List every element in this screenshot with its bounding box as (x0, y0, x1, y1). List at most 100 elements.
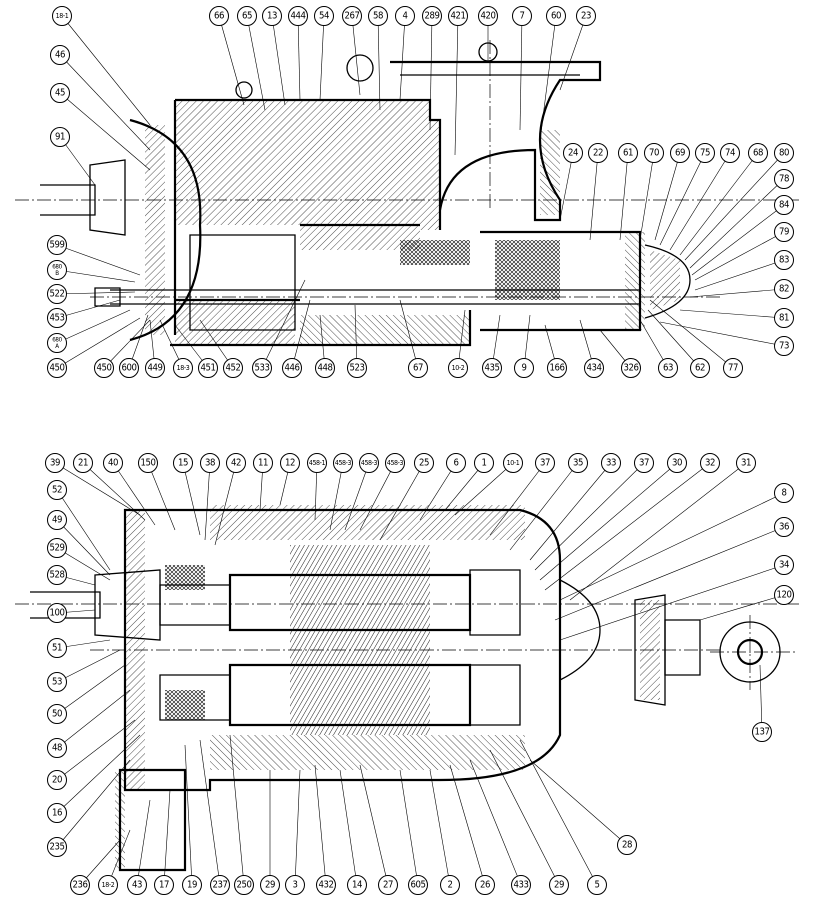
bottom-view-balloon-label: 1 (481, 458, 486, 469)
bottom-view-balloon-label: 19 (187, 880, 197, 891)
top-view-leader-line (684, 152, 785, 261)
bottom-view-balloon: 16 (47, 803, 67, 823)
top-view-balloon-label: 533 (254, 363, 269, 374)
top-view-balloon: 81 (774, 308, 794, 328)
bottom-view-leader-line (419, 462, 457, 521)
top-view-balloon: 18-1 (52, 6, 72, 26)
top-view-balloon-circle (514, 358, 534, 378)
top-view-balloon-circle (288, 6, 308, 26)
bottom-view-leader-line (359, 462, 396, 531)
top-view-leader-line (659, 321, 785, 347)
top-view-balloon-label: 166 (549, 363, 564, 374)
bottom-view-balloon: 30 (667, 453, 687, 473)
bottom-view-balloon: 42 (226, 453, 246, 473)
top-view-balloon-label: 81 (779, 313, 789, 324)
top-view-balloon: 434 (584, 358, 604, 378)
bottom-view-balloon-circle (280, 453, 300, 473)
bottom-view-balloon-circle (73, 453, 93, 473)
bottom-view-balloon-circle (234, 875, 254, 895)
bottom-view-leader-line (229, 734, 245, 886)
bottom-view-balloon-label: 50 (52, 709, 62, 720)
bottom-view-balloon-circle (617, 835, 637, 855)
top-view-balloon: 9 (514, 358, 534, 378)
top-view-balloon: 446 (282, 358, 302, 378)
top-view-balloon-circle (314, 6, 334, 26)
top-view-balloon-label: 421 (450, 11, 465, 22)
top-view-balloon: 82 (774, 279, 794, 299)
top-view-balloon: 166 (547, 358, 567, 378)
bottom-view-balloon: 50 (47, 704, 67, 724)
top-view-leader-line (654, 152, 681, 241)
top-view-balloon: 60 (546, 6, 566, 26)
bottom-view-leader-line (559, 564, 785, 641)
top-view-balloon-circle (223, 358, 243, 378)
top-view-leader-line (399, 299, 419, 369)
top-view-balloon-circle (644, 143, 664, 163)
bottom-view-leader-line (554, 526, 785, 621)
top-view-balloon-circle (546, 6, 566, 26)
bottom-view-balloon-label: 120 (776, 590, 791, 601)
bottom-view-balloon-circle (446, 453, 466, 473)
top-view-balloon-label: A (55, 343, 59, 350)
bottom-view-leader-line (379, 462, 425, 541)
top-view-leader-line (61, 15, 151, 126)
bottom-view-balloon-label: 605 (410, 880, 425, 891)
bottom-view-balloon-circle (752, 722, 772, 742)
top-view-balloon-label: 80 (779, 148, 789, 159)
bottom-view-leader-line (449, 764, 486, 886)
bottom-view-leader-line (54, 462, 141, 516)
top-view-balloon: 77 (723, 358, 743, 378)
top-view-balloon-label: 4 (402, 11, 407, 22)
bottom-view-balloon: 21 (73, 453, 93, 473)
top-view-leader-line (519, 15, 523, 131)
top-view-balloon-label: 78 (779, 174, 789, 185)
top-view-balloon-label: 61 (623, 148, 633, 159)
top-view-balloon-circle (237, 6, 257, 26)
top-view-balloon-circle (262, 6, 282, 26)
top-view-balloon-circle (52, 6, 72, 26)
bottom-view-leader-line (509, 462, 579, 551)
bottom-view-leader-line (529, 759, 628, 846)
top-view-balloon: 522 (47, 284, 67, 304)
top-view-balloon-label: 523 (349, 363, 364, 374)
bottom-view-leader-line (136, 799, 151, 886)
bottom-view-balloon-label: 529 (49, 543, 64, 554)
bottom-view-balloon: 29 (260, 875, 280, 895)
bottom-view-leader-line (359, 764, 389, 886)
bottom-view-balloon-circle (774, 585, 794, 605)
top-view-balloon-circle (47, 358, 67, 378)
bottom-view-balloon-label: 27 (383, 880, 393, 891)
bottom-view-balloon-circle (47, 738, 67, 758)
top-view-balloon-label: 62 (695, 363, 705, 374)
bottom-view-balloon-label: 528 (49, 570, 64, 581)
top-view-balloon-label: 449 (147, 363, 162, 374)
bottom-view-leader-line (56, 547, 111, 581)
top-view-balloon-circle (774, 279, 794, 299)
top-view-balloon-circle (482, 358, 502, 378)
top-view-balloon: 326 (621, 358, 641, 378)
bottom-view-balloon-circle (414, 453, 434, 473)
top-view-balloon-circle (774, 195, 794, 215)
top-view-leader-line (689, 178, 785, 269)
bottom-view-balloon: 458-1 (307, 453, 327, 473)
top-view-balloon-label: 435 (484, 363, 499, 374)
top-view-leader-line (639, 152, 655, 241)
top-view-leader-line (291, 299, 311, 369)
top-view-leader-line (59, 92, 151, 171)
bottom-view-balloon-label: 17 (159, 880, 169, 891)
top-view-balloon: 63 (658, 358, 678, 378)
bottom-view-balloon: 3 (285, 875, 305, 895)
top-view-balloon-label: 84 (779, 200, 789, 211)
top-view-balloon-circle (47, 260, 67, 280)
top-view-balloon: 78 (774, 169, 794, 189)
top-view-leader-line (218, 15, 245, 106)
bottom-view-balloon-circle (253, 453, 273, 473)
bottom-view-balloon-label: 458-3 (335, 459, 352, 467)
top-view-balloon-circle (720, 143, 740, 163)
top-view-balloon: 73 (774, 336, 794, 356)
bottom-view-leader-line (56, 719, 136, 781)
top-view-balloon: 68 (748, 143, 768, 163)
bottom-view-leader-line (147, 462, 176, 531)
top-view-balloon-label: 54 (319, 11, 329, 22)
